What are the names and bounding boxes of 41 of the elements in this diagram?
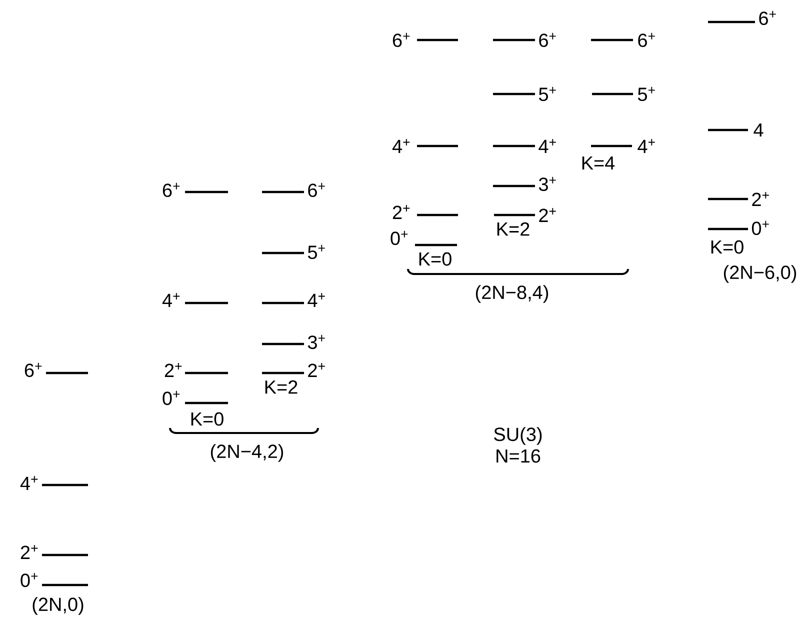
level-label: 4$^{+}$ bbox=[162, 293, 180, 307]
level-label: 5$^{+}$ bbox=[638, 86, 655, 102]
level-label: 4$^{+}$ bbox=[392, 139, 410, 153]
level-label: 2$^{+}$ bbox=[20, 545, 38, 559]
level-label: 0$^{+}$ bbox=[752, 220, 769, 236]
level-label: 4$^{+}$ bbox=[638, 139, 655, 153]
level-label: 0$^{+}$ bbox=[390, 230, 408, 246]
level-label: 6$^{+}$ bbox=[162, 182, 180, 198]
level-label: 6$^{+}$ bbox=[24, 362, 42, 378]
level-label: SU(3) bbox=[494, 427, 542, 445]
level-label: 5$^{+}$ bbox=[308, 244, 325, 260]
level-label: (2N−4,2) bbox=[210, 444, 284, 462]
level-label: 2$^{+}$ bbox=[308, 363, 325, 377]
level-label: 6$^{+}$ bbox=[759, 10, 776, 26]
level-label: 2$^{+}$ bbox=[539, 208, 556, 222]
level-label: K=0 bbox=[711, 240, 744, 254]
level-label: 4 bbox=[754, 123, 764, 137]
level-label: 2$^{+}$ bbox=[752, 192, 769, 206]
level-label: 5$^{+}$ bbox=[538, 86, 556, 102]
level-label: 4$^{+}$ bbox=[20, 476, 38, 490]
level-label: 3$^{+}$ bbox=[538, 176, 556, 192]
level-label: K=0 bbox=[191, 412, 224, 426]
level-label: (2N−6,0) bbox=[724, 265, 796, 283]
level-label: 6$^{+}$ bbox=[638, 32, 655, 48]
level-label: N=16 bbox=[496, 449, 540, 463]
level-label: 0$^{+}$ bbox=[162, 390, 180, 406]
level-label: 6$^{+}$ bbox=[308, 182, 325, 198]
level-label: K=2 bbox=[265, 380, 298, 394]
level-label: 6$^{+}$ bbox=[392, 32, 410, 48]
level-label: 2$^{+}$ bbox=[392, 205, 410, 219]
level-label: (2N−8,4) bbox=[476, 285, 548, 303]
level-label: 4$^{+}$ bbox=[308, 293, 325, 307]
level-label: K=2 bbox=[497, 222, 530, 236]
level-label: 4$^{+}$ bbox=[538, 139, 556, 153]
level-label: 2$^{+}$ bbox=[164, 363, 182, 377]
level-label: 0$^{+}$ bbox=[20, 572, 38, 588]
level-label: (2N,0) bbox=[32, 597, 84, 615]
level-label: K=4 bbox=[582, 156, 615, 170]
level-label: 6$^{+}$ bbox=[539, 32, 556, 48]
level-label: 3$^{+}$ bbox=[308, 334, 325, 350]
level-label: K=0 bbox=[419, 252, 452, 266]
